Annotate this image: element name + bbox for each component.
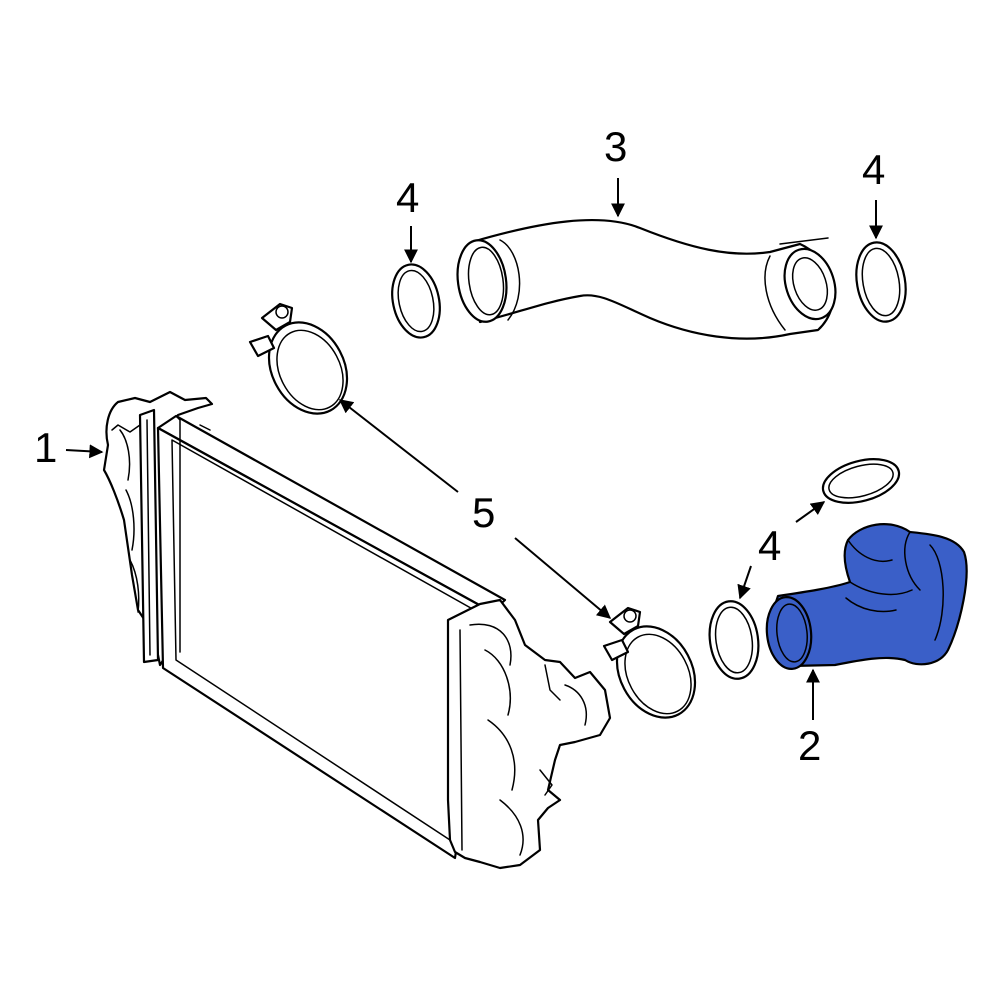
- callout-label-5: 5: [472, 489, 495, 536]
- callout-4-left: 4: [396, 174, 419, 264]
- inlet-hose-part[interactable]: [453, 218, 844, 340]
- intercooler-part[interactable]: [102, 390, 612, 870]
- callout-2: 2: [798, 668, 821, 769]
- callout-label-4-right: 4: [862, 146, 885, 193]
- clamp-upper-part[interactable]: [248, 302, 362, 427]
- callout-5: 5: [338, 399, 612, 619]
- o-ring-right-part[interactable]: [850, 238, 911, 325]
- o-ring-top-right-part[interactable]: [818, 452, 904, 511]
- clamp-lower-part[interactable]: [602, 606, 711, 731]
- callout-3: 3: [604, 123, 627, 218]
- callout-4-lower: 4: [737, 501, 826, 600]
- callout-4-right: 4: [862, 146, 885, 240]
- o-ring-left-part[interactable]: [386, 260, 446, 342]
- callout-label-4-left: 4: [396, 174, 419, 221]
- callout-label-3: 3: [604, 123, 627, 170]
- outlet-pipe-part[interactable]: [763, 523, 968, 671]
- callout-label-2: 2: [798, 722, 821, 769]
- o-ring-lower-part[interactable]: [705, 598, 763, 682]
- callout-1: 1: [34, 424, 104, 471]
- callout-label-1: 1: [34, 424, 57, 471]
- callout-label-4-lower: 4: [758, 522, 781, 569]
